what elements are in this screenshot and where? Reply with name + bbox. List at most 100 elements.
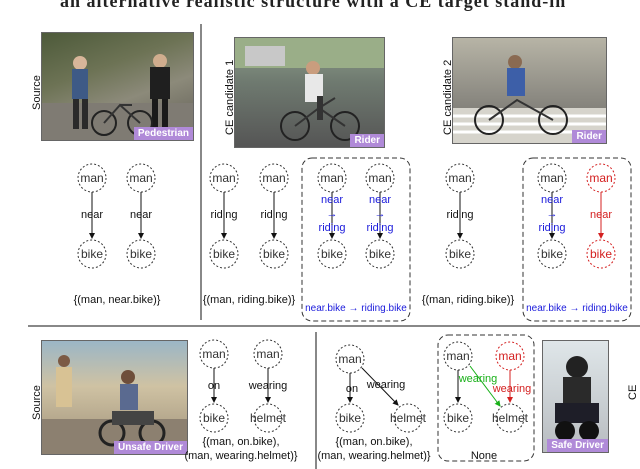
node-bike-src-0-label: bike [203,411,225,425]
caption-bottom-1-line2: (man, wearing.helmet)} [184,450,297,462]
node-man-top-1-label: man [129,171,152,185]
node-man-src-0-label: man [202,347,225,361]
photo-pedestrian: Pedestrian [41,32,194,141]
node-bike-ce1-1-label: bike [369,247,391,261]
node-bike-ce1-0-label: bike [321,247,343,261]
node-bike-merged: bike [335,403,365,433]
node-man-ce1-0: man [317,163,347,193]
node-man-top-2: man [209,163,239,193]
node-man-src-1-label: man [256,347,279,361]
photo-unsafe-driver: Unsafe Driver [41,340,188,455]
photo-rider-1: Rider [234,37,385,148]
node-man-ce1-1-label: man [368,171,391,185]
node-bike-src-0: bike [199,403,229,433]
edge-label-near-ce1-1: near [369,194,391,206]
edge-none-green [469,365,501,407]
caption-box-ce1: near.bike → riding.bike [305,303,407,314]
node-bike-ce1-1: bike [365,239,395,269]
arrow-change-ce1-1: → [375,208,386,220]
edge-label-near-1: near [130,209,152,221]
label-unsafe-driver: Unsafe Driver [113,441,187,454]
node-bike-top-0: bike [77,239,107,269]
node-helmet-merged: helmet [390,403,427,433]
node-man-top-4: man [445,163,475,193]
edge-label-on-merged: on [346,383,358,395]
node-bike-top-4-label: bike [449,247,471,261]
edge-label-wearing-red: wearing [492,383,532,395]
node-bike-top-2: bike [209,239,239,269]
caption-top-1: {(man, near.bike)} [74,294,161,306]
edge-label-wearing-green: wearing [458,373,498,385]
edge-merged-wearing [361,367,399,406]
edge-label-near-ce1-0: near [321,194,343,206]
node-man-src-1: man [253,339,283,369]
node-helmet-merged-label: helmet [390,411,427,425]
edge-label-near-0: near [81,209,103,221]
node-man-none-0-label: man [446,349,469,363]
caption-bottom-2-line1: {(man, on.bike), [335,436,412,448]
label-rider-1: Rider [350,134,384,147]
caption-box-ce2: near.bike → riding.bike [526,303,628,314]
label-safe-driver: Safe Driver [547,439,608,452]
node-man-top-2-label: man [212,171,235,185]
edge-label-wearing-src: wearing [248,380,288,392]
node-man-top-0: man [77,163,107,193]
node-man-ce1-1: man [365,163,395,193]
node-man-merged: man [335,344,365,374]
node-helmet-none-label: helmet [492,411,529,425]
node-man-merged-label: man [338,352,361,366]
node-bike-top-3-label: bike [263,247,285,261]
dashed-box-ce2 [522,157,632,322]
safe-driver-scene [555,356,599,441]
node-bike-merged-label: bike [339,411,361,425]
node-man-ce2-red-label: man [589,171,612,185]
edge-label-near-ce2-red: near [590,209,612,221]
node-bike-ce2-0-label: bike [541,247,563,261]
node-bike-ce1-0: bike [317,239,347,269]
photo-safe-driver: Safe Driver [542,340,609,453]
node-bike-none-label: bike [447,411,469,425]
node-man-top-4-label: man [448,171,471,185]
edge-label-riding-ce1-1: riding [367,222,394,234]
pedestrian-scene [42,54,193,140]
dashed-box-ce1 [301,157,411,322]
node-man-top-3: man [259,163,289,193]
edge-label-wearing-merged: wearing [366,379,406,391]
edge-label-riding-2: riding [211,209,238,221]
arrow-change-ce2-0: → [547,208,558,220]
node-man-top-0-label: man [80,171,103,185]
caption-top-3: {(man, riding.bike)} [422,294,515,306]
node-man-none-red-label: man [498,349,521,363]
edge-label-riding-3: riding [261,209,288,221]
node-man-ce2-0: man [537,163,567,193]
node-helmet-src-1: helmet [250,403,287,433]
dashed-box-none [437,334,535,462]
node-helmet-none: helmet [492,403,529,433]
caption-none: None [471,450,497,462]
label-rider-2: Rider [572,130,606,143]
rider-scene-2 [453,55,606,143]
caption-bottom-2-line2: (man, wearing.helmet)} [317,450,430,462]
photo-rider-2: Rider [452,37,607,144]
caption-top-2: {(man, riding.bike)} [203,294,296,306]
edge-label-on-src: on [208,380,220,392]
node-bike-top-3: bike [259,239,289,269]
arrow-change-ce1-0: → [327,208,338,220]
node-bike-ce2-red: bike [586,239,616,269]
node-bike-ce2-red-label: bike [590,247,612,261]
node-man-ce2-0-label: man [540,171,563,185]
node-man-src-0: man [199,339,229,369]
node-man-none-0: man [443,341,473,371]
edge-label-riding-ce2-0: riding [539,222,566,234]
node-man-top-1: man [126,163,156,193]
label-pedestrian: Pedestrian [133,127,193,140]
node-bike-none: bike [443,403,473,433]
node-helmet-src-1-label: helmet [250,411,287,425]
node-man-none-red: man [495,341,525,371]
node-bike-top-0-label: bike [81,247,103,261]
node-man-ce2-red: man [586,163,616,193]
node-bike-top-1-label: bike [130,247,152,261]
edge-label-riding-4: riding [447,209,474,221]
caption-bottom-1-line1: {(man, on.bike), [202,436,279,448]
